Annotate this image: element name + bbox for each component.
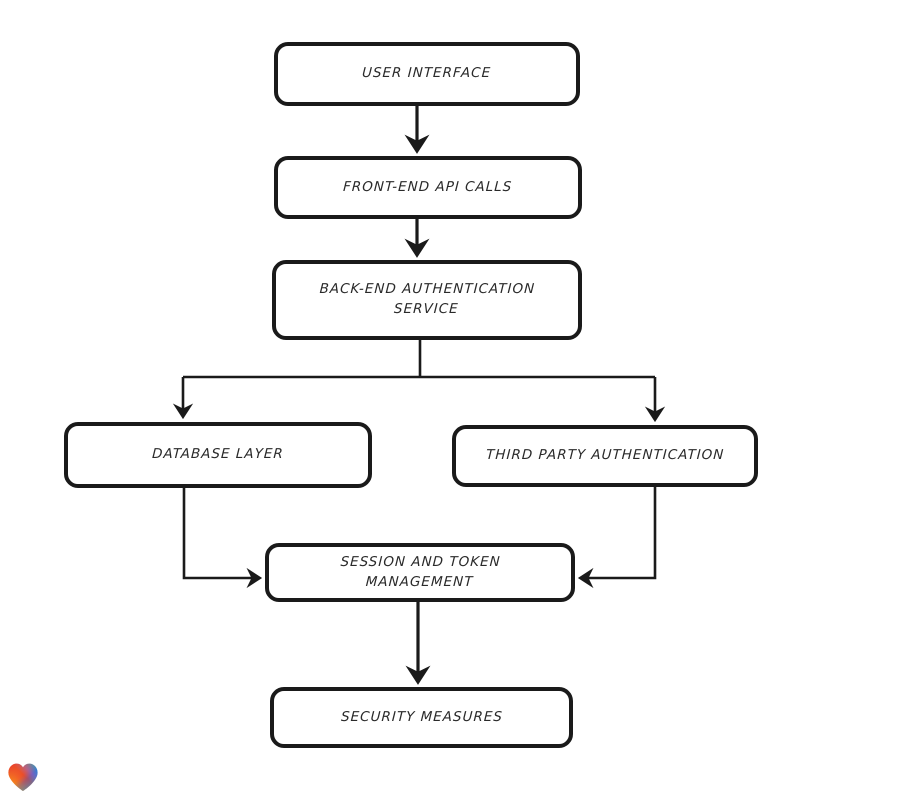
edge-database-to-session [182, 488, 263, 589]
node-back-end-authentication-service[interactable]: Back-End Authentication Service [272, 260, 582, 340]
node-label: Security Measures [340, 708, 503, 725]
node-front-end-api-calls[interactable]: Front-End API Calls [274, 156, 582, 219]
node-label: Back-End Authentication Service [319, 281, 536, 317]
node-label: Session and Token Management [340, 553, 502, 590]
edge-backend-branch-trunk [183, 340, 655, 379]
node-label: Third Party Authentication [485, 447, 725, 464]
edge-thirdparty-to-session [577, 487, 657, 589]
node-label: User Interface [362, 65, 492, 82]
node-label: Database Layer [151, 446, 285, 463]
node-label: Front-End API Calls [342, 178, 514, 195]
heart-icon [8, 763, 38, 791]
node-security-measures[interactable]: Security Measures [270, 687, 573, 748]
node-third-party-authentication[interactable]: Third Party Authentication [452, 425, 758, 487]
node-database-layer[interactable]: Database Layer [64, 422, 372, 488]
node-session-and-token-management[interactable]: Session and Token Management [265, 543, 575, 602]
node-user-interface[interactable]: User Interface [274, 42, 580, 106]
